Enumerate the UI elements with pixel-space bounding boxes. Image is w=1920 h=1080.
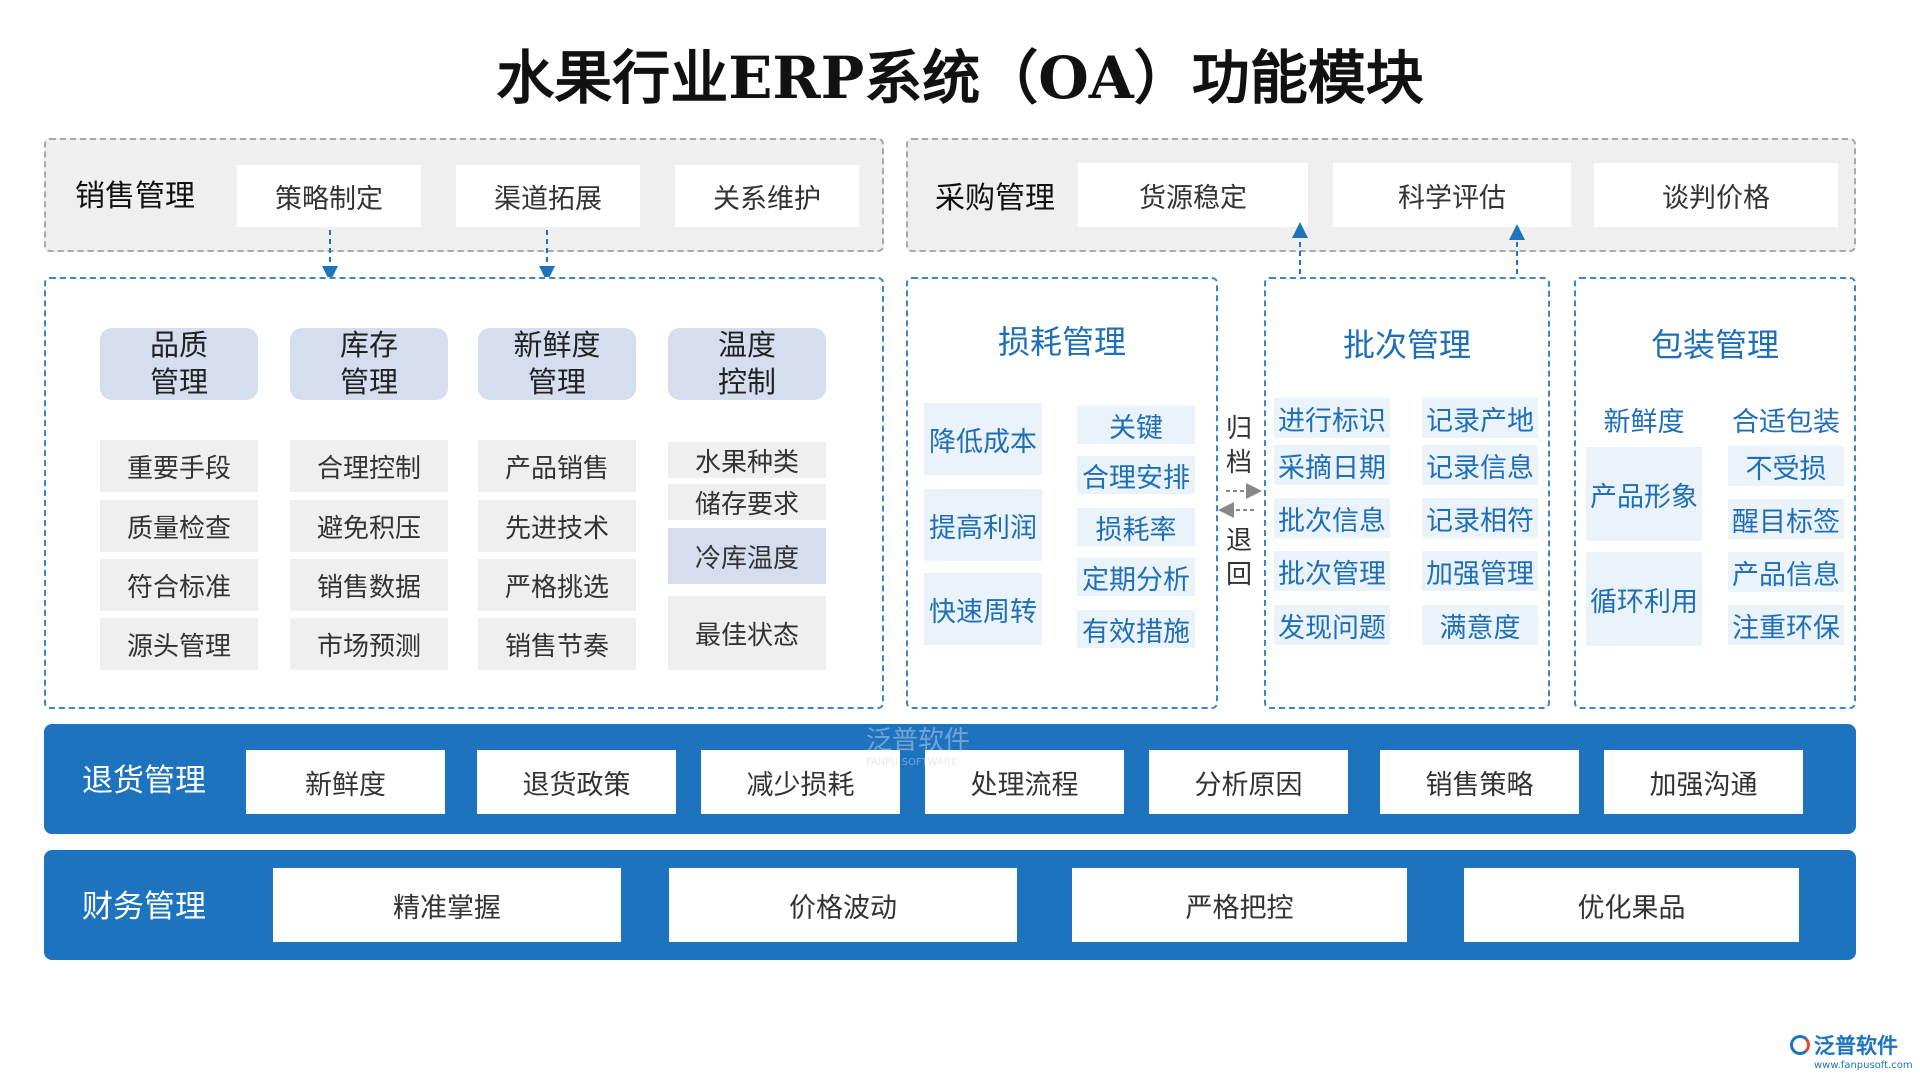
finance-item: 优化果品 [1464,868,1799,942]
freshness-cell: 先进技术 [478,500,636,552]
finance-item: 精准掌握 [273,868,621,942]
loss-left-cell: 快速周转 [924,573,1042,645]
return-label: 退 回 [1222,522,1256,594]
returns-item: 处理流程 [925,750,1124,814]
batch-right-cell: 记录信息 [1422,445,1538,485]
loss-left-cell: 提高利润 [924,489,1042,561]
package-management-title: 包装管理 [1650,326,1779,364]
freshness-cell: 严格挑选 [478,559,636,611]
return-char: 退 [1225,526,1252,556]
batch-left-cell: 进行标识 [1274,398,1390,438]
freshness-cell: 销售节奏 [478,618,636,670]
returns-item: 减少损耗 [701,750,900,814]
temperature-control-header: 温度 控制 [668,328,826,400]
returns-item: 加强沟通 [1604,750,1803,814]
batch-right-cell: 记录相符 [1422,498,1538,538]
batch-left-cell: 采摘日期 [1274,445,1390,485]
page-title: 水果行业ERP系统（OA）功能模块 [496,44,1424,112]
batch-right-cell: 满意度 [1422,605,1538,645]
batch-left-cell: 批次信息 [1274,498,1390,538]
batch-left-cell: 发现问题 [1274,605,1390,645]
loss-right-cell: 有效措施 [1077,610,1195,648]
returns-item: 新鲜度 [246,750,445,814]
purchase-item: 科学评估 [1333,163,1571,227]
loss-management-title: 损耗管理 [997,323,1126,361]
temperature-cell: 储存要求 [668,484,826,520]
archive-char: 档 [1225,448,1252,478]
sales-item: 渠道拓展 [456,165,640,227]
logo-url: www.fanpusoft.com [1814,1060,1913,1071]
header-line: 新鲜度 [513,328,601,362]
loss-right-cell: 损耗率 [1077,508,1195,546]
return-char: 回 [1225,560,1252,590]
loss-right-cell: 合理安排 [1077,456,1195,494]
temperature-cell: 最佳状态 [668,596,826,670]
freshness-cell: 产品销售 [478,440,636,492]
finance-item: 价格波动 [669,868,1017,942]
sales-item: 策略制定 [237,165,421,227]
temperature-cell: 水果种类 [668,442,826,478]
inventory-cell: 合理控制 [290,440,448,492]
logo-icon [1790,1035,1810,1055]
returns-item: 退货政策 [477,750,676,814]
quality-cell: 源头管理 [100,618,258,670]
inventory-management-header: 库存 管理 [290,328,448,400]
package-right-cell: 注重环保 [1728,605,1844,645]
purchase-management-label: 采购管理 [935,181,1055,216]
freshness-management-header: 新鲜度 管理 [478,328,636,400]
header-line: 控制 [717,365,776,399]
inventory-cell: 避免积压 [290,500,448,552]
batch-management-title: 批次管理 [1342,326,1471,364]
watermark-name: 泛普软件 [866,726,971,756]
finance-management-label: 财务管理 [82,888,206,925]
archive-label: 归 档 [1222,410,1256,482]
header-line: 管理 [527,365,586,399]
logo-name: 泛普软件 [1814,1034,1898,1058]
quality-cell: 重要手段 [100,440,258,492]
returns-item: 分析原因 [1149,750,1348,814]
header-line: 温度 [717,328,776,362]
sales-item: 关系维护 [675,165,859,227]
batch-left-cell: 批次管理 [1274,551,1390,591]
inventory-cell: 销售数据 [290,559,448,611]
package-right-cell: 合适包装 [1728,398,1844,440]
inventory-cell: 市场预测 [290,618,448,670]
package-right-cell: 醒目标签 [1728,499,1844,539]
quality-management-header: 品质 管理 [100,328,258,400]
header-line: 库存 [339,328,398,362]
finance-item: 严格把控 [1072,868,1407,942]
batch-right-cell: 加强管理 [1422,551,1538,591]
purchase-item: 谈判价格 [1594,163,1838,227]
watermark: 泛普软件 FANPU SOFTWARE [866,720,1066,770]
batch-right-cell: 记录产地 [1422,398,1538,438]
header-line: 品质 [149,328,208,362]
temperature-cell: 冷库温度 [668,528,826,584]
package-left-cell: 新鲜度 [1586,398,1702,440]
returns-management-label: 退货管理 [82,762,206,799]
package-right-cell: 产品信息 [1728,552,1844,592]
package-left-cell: 产品形象 [1586,447,1702,541]
sales-management-label: 销售管理 [75,179,195,214]
brand-logo-row: 泛普软件 [1790,1030,1915,1060]
loss-right-cell: 关键 [1077,406,1195,444]
package-left-cell: 循环利用 [1586,552,1702,646]
quality-cell: 符合标准 [100,559,258,611]
header-line: 管理 [339,365,398,399]
loss-left-cell: 降低成本 [924,403,1042,475]
watermark-sub: FANPU SOFTWARE [866,757,958,768]
returns-item: 销售策略 [1380,750,1579,814]
package-right-cell: 不受损 [1728,446,1844,486]
loss-right-cell: 定期分析 [1077,558,1195,596]
brand-logo: 泛普软件 www.fanpusoft.com [1790,1030,1915,1076]
quality-cell: 质量检查 [100,500,258,552]
archive-char: 归 [1225,414,1252,444]
header-line: 管理 [149,365,208,399]
purchase-item: 货源稳定 [1078,163,1308,227]
